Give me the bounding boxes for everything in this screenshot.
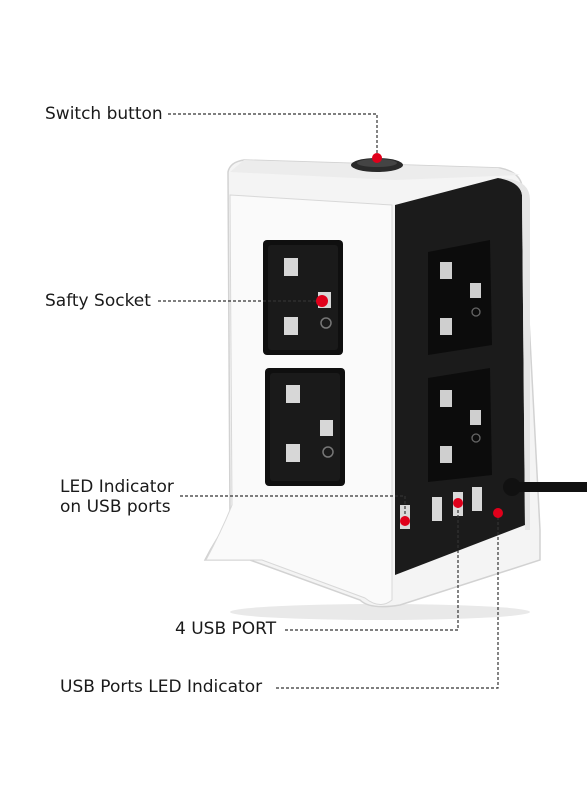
leader-switch <box>168 113 378 157</box>
leader-led <box>180 495 406 520</box>
leader-usb-led <box>276 513 499 689</box>
marker-usb-led <box>493 508 503 518</box>
front-socket-top <box>263 240 343 355</box>
label-led-indicator: LED Indicator on USB ports <box>60 477 174 517</box>
marker-led <box>400 516 410 526</box>
front-socket-bottom <box>265 368 345 486</box>
markers <box>316 153 503 526</box>
side-socket-top <box>428 240 492 355</box>
marker-socket <box>316 295 328 307</box>
floor-shadow <box>230 604 530 620</box>
usb-port <box>472 487 482 511</box>
label-usb-ports-led: USB Ports LED Indicator <box>60 677 263 697</box>
side-socket-bottom <box>428 368 492 482</box>
marker-usb <box>453 498 463 508</box>
label-led-indicator-line1: LED Indicator <box>60 477 174 497</box>
leader-usb <box>285 503 459 631</box>
power-cable <box>503 478 587 496</box>
label-led-indicator-line2: on USB ports <box>60 497 171 517</box>
label-safety-socket: Safty Socket <box>45 291 151 311</box>
leader-lines <box>158 113 499 689</box>
label-usb-port: 4 USB PORT <box>175 619 277 639</box>
label-switch-button: Switch button <box>45 104 163 124</box>
usb-port <box>432 497 442 521</box>
marker-switch <box>372 153 382 163</box>
